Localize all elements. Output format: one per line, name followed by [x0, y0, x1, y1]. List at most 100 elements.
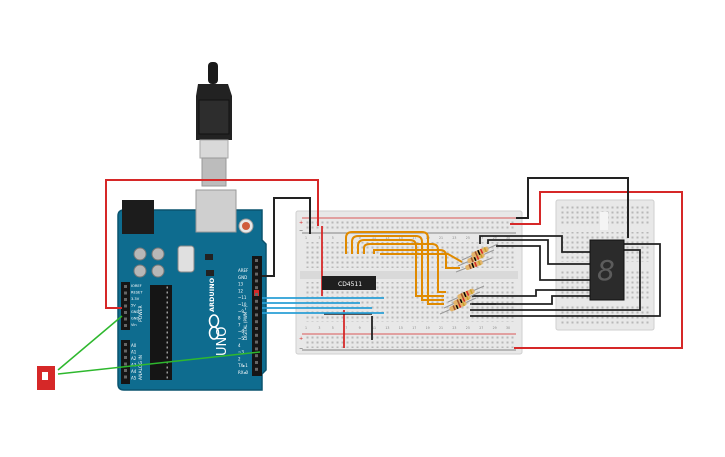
- header-hole: [255, 361, 258, 364]
- power-pin-label: 3.3V: [131, 297, 140, 301]
- header-hole: [255, 333, 258, 337]
- header-hole: [255, 286, 258, 290]
- resistor[interactable]: [465, 259, 484, 271]
- cd4511-chip[interactable]: CD4511: [322, 276, 376, 290]
- column-number: 21: [439, 326, 443, 330]
- resistor-band: [463, 291, 467, 298]
- resistor-band: [469, 289, 473, 295]
- digital-pin-label: 7: [238, 322, 241, 327]
- arduino-logo: [208, 314, 220, 340]
- seven-segment-display[interactable]: 8: [589, 239, 625, 301]
- analog-label: ANALOG IN: [138, 355, 144, 380]
- header-hole: [255, 313, 258, 317]
- column-number: 25: [466, 326, 470, 330]
- header-hole: [124, 343, 127, 346]
- header-hole: [255, 306, 258, 310]
- digital-pin-label: AREF: [238, 268, 249, 273]
- cd4511-label: CD4511: [338, 281, 362, 288]
- header-hole: [255, 299, 258, 303]
- analog-pin-label: A1: [131, 350, 137, 355]
- resistor-band: [479, 248, 484, 254]
- digital-pin-label: 2: [238, 356, 241, 361]
- rail-bottom-plus: +: [299, 336, 303, 342]
- resistor-band: [474, 251, 478, 257]
- column-number: 13: [385, 326, 389, 330]
- rail-top-minus: −: [299, 228, 303, 234]
- header-hole: [255, 265, 258, 269]
- rail-top-plus: +: [299, 220, 303, 226]
- capacitor-2: [133, 264, 147, 278]
- column-number: 5: [332, 236, 334, 240]
- rail-bottom-holes: [304, 336, 514, 348]
- power-pin-label: GND: [131, 310, 139, 314]
- digital-pin-label: GND: [238, 275, 247, 280]
- resistor-band: [452, 305, 456, 311]
- power-pin-label: IOREF: [131, 284, 142, 288]
- column-number: 3: [318, 326, 320, 330]
- digital-pin-label: ~10: [238, 302, 247, 307]
- display-board-gap: [600, 212, 608, 230]
- resistor-band: [470, 257, 474, 263]
- wire-orange-4: [363, 243, 446, 293]
- header-hole: [124, 324, 127, 327]
- column-number: 23: [452, 326, 456, 330]
- column-number: 7: [345, 326, 347, 330]
- capacitor-3: [151, 247, 165, 261]
- header-hole: [124, 369, 127, 372]
- digital-pin-label: ~5: [238, 336, 244, 341]
- column-number: 17: [412, 236, 416, 240]
- analog-pin-label: A0: [131, 343, 137, 348]
- header-hole: [124, 362, 127, 366]
- switch-knob[interactable]: [42, 372, 48, 380]
- header-hole: [124, 291, 127, 295]
- arduino-model: UNO: [215, 327, 230, 356]
- wire-orange-6: [380, 253, 463, 263]
- cd4511-body: [322, 276, 376, 290]
- resistor-band: [456, 299, 460, 305]
- display-board-bottom-holes: [560, 305, 650, 325]
- digital-pin-label: TX▸1: [237, 363, 248, 368]
- capacitor-1: [133, 247, 147, 261]
- header-hole: [124, 285, 127, 288]
- analog-pin-label: A2: [131, 356, 137, 361]
- wire-display-4: [472, 289, 594, 297]
- reset-button-cap: [242, 222, 250, 230]
- digital-pin-label: 8: [238, 316, 241, 321]
- digital-pin-label: 13: [238, 282, 244, 287]
- header-hole: [255, 327, 258, 330]
- smd-chip-2: [206, 270, 214, 276]
- digital-pin-label: ~3: [238, 350, 244, 355]
- resistor-band: [477, 260, 481, 266]
- slide-switch[interactable]: [37, 366, 55, 390]
- digital-pin-label: 12: [238, 288, 244, 293]
- wires: [57, 177, 683, 375]
- column-number: 3: [318, 236, 320, 240]
- header-hole: [255, 272, 258, 276]
- header-hole: [124, 311, 127, 314]
- digital-pin-label: ~11: [238, 295, 247, 300]
- header-hole: [255, 259, 258, 262]
- resistor[interactable]: [467, 252, 485, 264]
- column-number: 30: [506, 326, 510, 330]
- column-number: 21: [439, 236, 443, 240]
- wire-display-5: [472, 295, 594, 305]
- header-holes: [124, 259, 258, 379]
- analog-header: [121, 340, 130, 384]
- resistor[interactable]: [457, 288, 475, 300]
- header-hole: [124, 317, 127, 321]
- rail-bottom-minus: −: [299, 346, 303, 352]
- power-pin-label: 5V: [131, 304, 136, 308]
- resistor-band: [465, 290, 470, 296]
- header-hole: [124, 304, 127, 308]
- header-hole: [124, 375, 127, 379]
- wire-green-1: [57, 315, 123, 371]
- resistor-band: [483, 247, 487, 253]
- atmega-chip: [150, 285, 172, 380]
- resistor[interactable]: [471, 246, 489, 258]
- column-number: 23: [452, 236, 456, 240]
- power-label: POWER: [138, 305, 144, 322]
- column-number: 15: [399, 236, 403, 240]
- usb-plug-grip: [198, 99, 230, 135]
